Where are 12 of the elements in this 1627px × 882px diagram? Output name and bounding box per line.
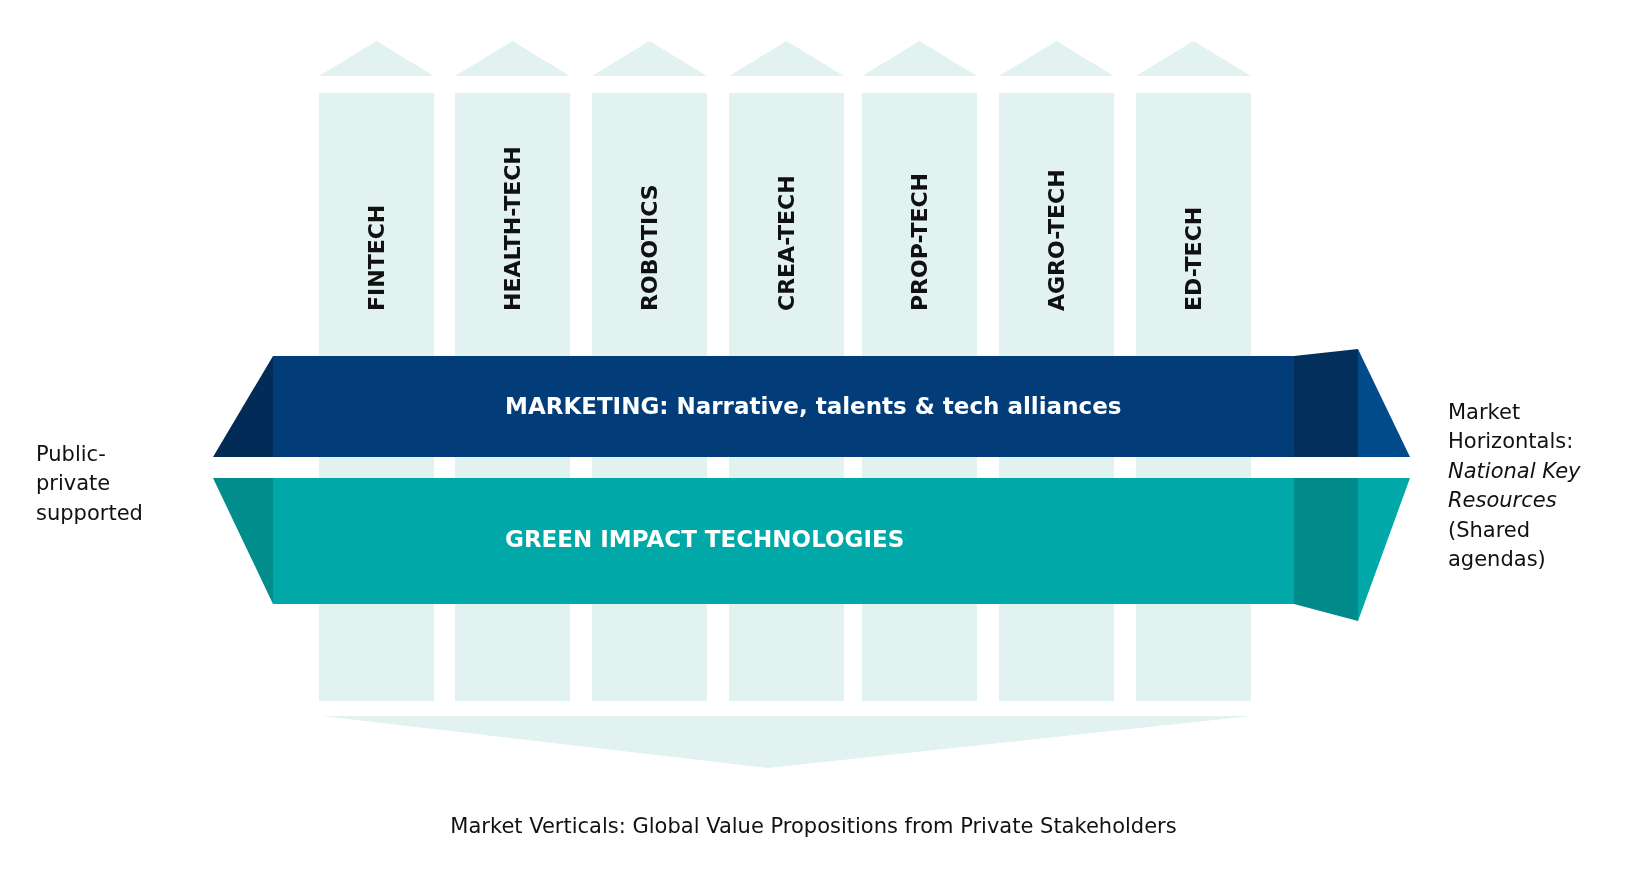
band-label: GREEN IMPACT TECHNOLOGIES <box>505 526 905 552</box>
column-label: AGRO-TECH <box>1043 169 1069 311</box>
column-label: PROP-TECH <box>906 173 932 311</box>
column-label: ROBOTICS <box>636 184 662 311</box>
column-label: ED-TECH <box>1180 206 1206 311</box>
column-label: CREA-TECH <box>773 175 799 311</box>
column-label: HEALTH-TECH <box>499 146 525 311</box>
band-label: MARKETING: Narrative, talents & tech alliances <box>505 393 1122 419</box>
caption: Market Verticals: Global Value Propositions from Private Stakeholders <box>449 813 1178 840</box>
side-note: Market Horizontals: National Key Resources (Shared agendas) <box>1448 399 1582 573</box>
column-label: FINTECH <box>363 204 389 311</box>
side-note: Public-private supported <box>36 441 144 527</box>
